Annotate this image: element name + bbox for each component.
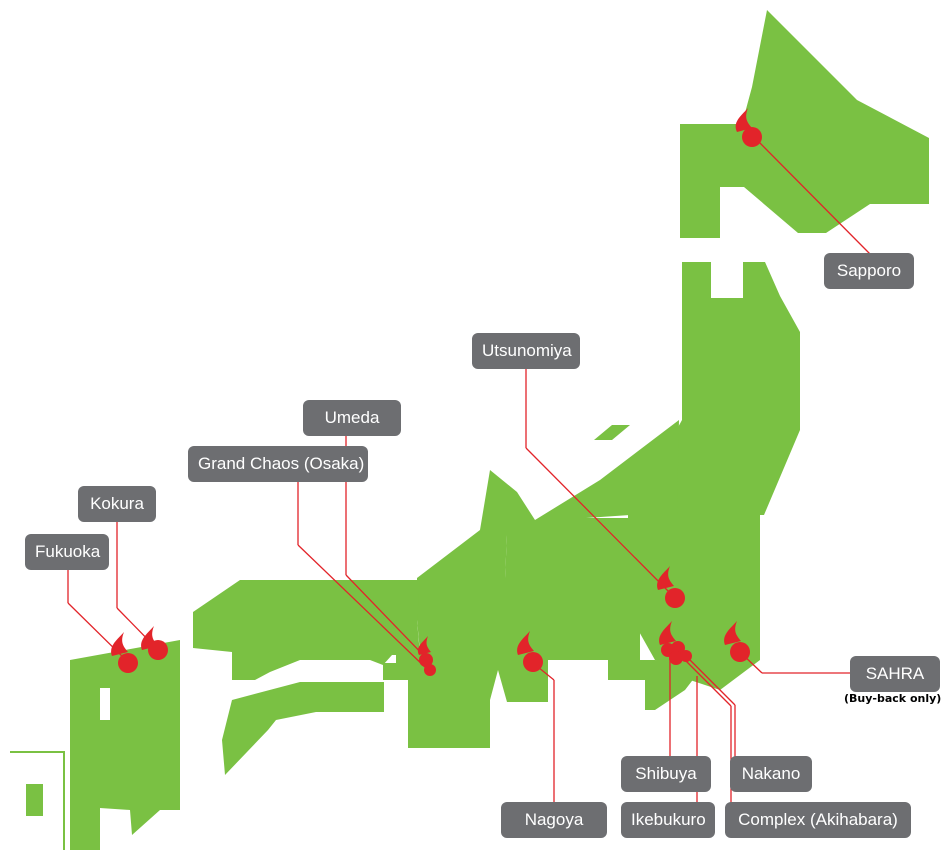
region-tokai-coast	[655, 660, 705, 710]
leader-utsunomiya-b	[525, 447, 676, 599]
marker-complex[interactable]	[669, 651, 683, 665]
region-chugoku	[193, 580, 420, 680]
label-fukuoka[interactable]: Fukuoka	[25, 534, 109, 570]
marker-sapporo[interactable]	[742, 127, 762, 147]
marker-fukuoka[interactable]	[118, 653, 138, 673]
leader-complex-a	[680, 655, 732, 707]
label-sapporo[interactable]: Sapporo	[824, 253, 914, 289]
region-kyushu	[70, 640, 180, 850]
label-nagoya[interactable]: Nagoya	[501, 802, 607, 838]
sahra-note: (Buy-back only)	[844, 692, 942, 705]
label-grand-chaos[interactable]: Grand Chaos (Osaka)	[188, 446, 368, 482]
flame-marker-icon	[517, 631, 534, 655]
marker-utsunomiya[interactable]	[665, 588, 685, 608]
leader-nakano-a	[681, 651, 736, 706]
label-nakano[interactable]: Nakano	[730, 756, 812, 792]
leader-grand-chaos-b	[297, 544, 429, 671]
marker-kokura[interactable]	[148, 640, 168, 660]
flame-marker-icon	[735, 108, 752, 132]
leader-sapporo	[753, 136, 871, 255]
flame-marker-icon	[417, 636, 431, 655]
marker-grand-chaos[interactable]	[424, 664, 436, 676]
region-kinki	[396, 578, 498, 748]
okinawa-frame	[10, 751, 65, 850]
region-okinawa	[26, 784, 43, 816]
label-utsunomiya[interactable]: Utsunomiya	[472, 333, 580, 369]
leader-lines	[67, 136, 871, 803]
region-shikoku	[222, 682, 384, 775]
region-hokuriku	[417, 420, 679, 578]
marker-sahra[interactable]	[730, 642, 750, 662]
region-sado	[594, 425, 630, 440]
marker-nagoya[interactable]	[523, 652, 543, 672]
flame-marker-icon	[657, 566, 674, 590]
region-hokkaido	[680, 10, 929, 238]
label-shibuya[interactable]: Shibuya	[621, 756, 711, 792]
flame-marker-icon	[659, 621, 676, 645]
leader-umeda-b	[345, 574, 429, 661]
flame-marker-icon	[724, 621, 741, 645]
label-sahra[interactable]: SAHRA	[850, 656, 940, 692]
region-kanto	[628, 515, 760, 690]
marker-umeda[interactable]	[419, 653, 433, 667]
flame-marker-icon	[111, 632, 128, 656]
region-awaji	[383, 663, 397, 680]
marker-ikebukuro[interactable]	[680, 650, 692, 662]
label-umeda[interactable]: Umeda	[303, 400, 401, 436]
label-complex[interactable]: Complex (Akihabara)	[725, 802, 911, 838]
markers	[111, 108, 762, 676]
label-kokura[interactable]: Kokura	[78, 486, 156, 522]
label-ikebukuro[interactable]: Ikebukuro	[621, 802, 715, 838]
